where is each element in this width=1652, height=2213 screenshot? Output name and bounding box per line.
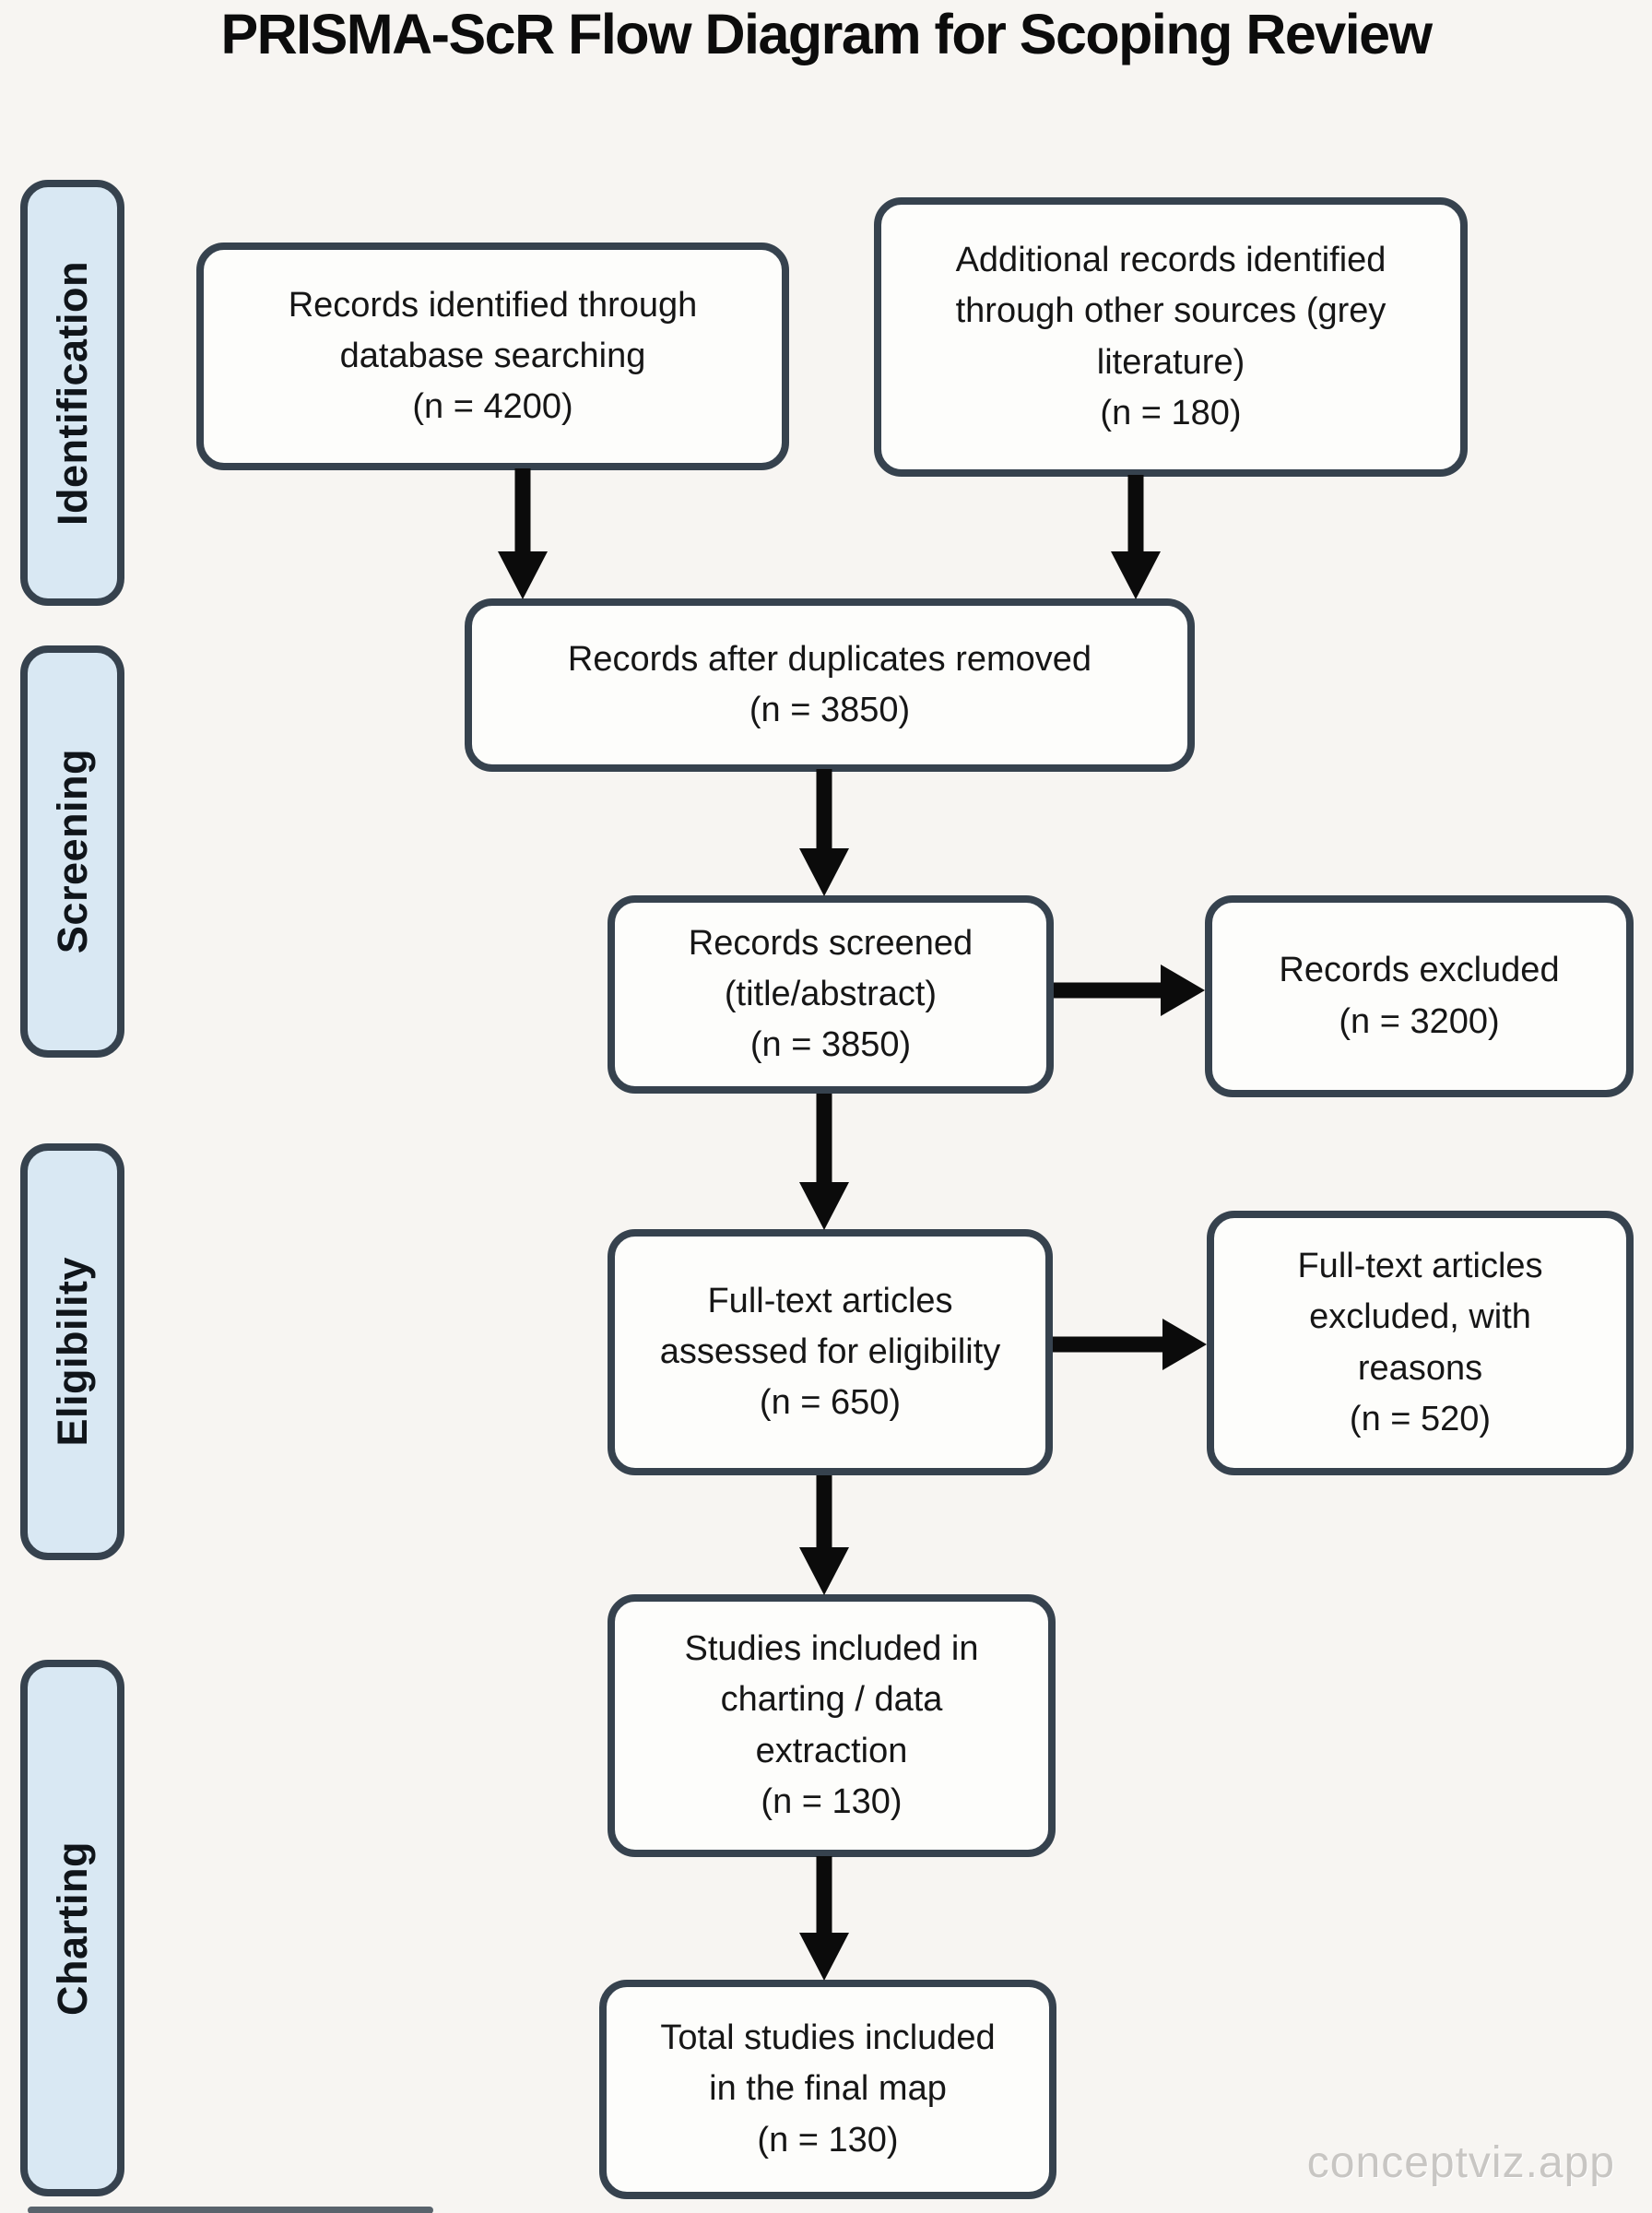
arrow-screened-to-fulltext: [799, 1094, 849, 1230]
watermark: conceptviz.app: [1306, 2138, 1615, 2187]
page-title: PRISMA-ScR Flow Diagram for Scoping Revi…: [220, 3, 1433, 65]
arrow-head-icon: [1161, 964, 1205, 1016]
node-text: Records screened (title/abstract): [688, 923, 974, 1013]
stage-label: Eligibility: [48, 1257, 96, 1447]
arrow-screened-to-excluded: [1054, 964, 1205, 1016]
arrow-fulltext-to-charting: [799, 1475, 849, 1595]
arrow-duplicates-to-screened: [799, 769, 849, 896]
arrow-database-to-duplicates: [498, 468, 548, 599]
arrow-shaft: [1053, 1336, 1162, 1353]
node-final-map: Total studies included in the final map …: [599, 1980, 1056, 2199]
node-text: Studies included in charting / data extr…: [684, 1629, 979, 1770]
node-count: (n = 650): [759, 1383, 902, 1423]
arrow-shaft: [816, 1094, 832, 1182]
node-fulltext-assessed: Full-text articles assessed for eligibil…: [608, 1229, 1053, 1475]
node-count: (n = 3200): [1339, 1001, 1500, 1041]
stage-label: Identification: [48, 260, 96, 526]
node-text: Total studies included in the final map: [660, 2018, 996, 2109]
node-studies-charting: Studies included in charting / data extr…: [608, 1594, 1056, 1857]
arrow-charting-to-final: [799, 1856, 849, 1981]
stage-screening: Screening: [20, 645, 124, 1058]
arrow-head-icon: [799, 1547, 849, 1595]
node-fulltext-excluded: Full-text articles excluded, with reason…: [1207, 1211, 1634, 1475]
stage-label: Charting: [48, 1840, 96, 2016]
arrow-shaft: [816, 1856, 832, 1933]
node-after-duplicates: Records after duplicates removed (n = 38…: [465, 598, 1195, 772]
arrow-head-icon: [1111, 551, 1161, 599]
node-records-database: Records identified through database sear…: [196, 243, 789, 470]
stage-charting: Charting: [20, 1660, 124, 2196]
arrow-shaft: [514, 468, 531, 551]
arrow-head-icon: [799, 1933, 849, 1981]
node-count: (n = 3850): [749, 691, 911, 729]
arrow-fulltext-to-ftexcluded: [1053, 1319, 1207, 1370]
node-text: Full-text articles excluded, with reason…: [1297, 1247, 1543, 1388]
arrow-shaft: [816, 769, 832, 848]
stage-label: Screening: [48, 749, 96, 954]
arrow-head-icon: [498, 551, 548, 599]
stage-identification: Identification: [20, 180, 124, 606]
arrow-head-icon: [1162, 1319, 1207, 1370]
node-text: Records excluded: [1279, 951, 1560, 990]
node-text: Records identified through database sear…: [288, 285, 698, 375]
arrow-head-icon: [799, 848, 849, 896]
arrow-head-icon: [799, 1182, 849, 1230]
node-text: Records after duplicates removed: [567, 639, 1092, 679]
node-count: (n = 4200): [412, 387, 573, 427]
node-count: (n = 180): [1100, 393, 1242, 432]
node-count: (n = 130): [761, 1781, 903, 1821]
node-count: (n = 520): [1349, 1399, 1492, 1438]
arrow-shaft: [1054, 982, 1161, 999]
stage-eligibility: Eligibility: [20, 1143, 124, 1560]
node-text: Full-text articles assessed for eligibil…: [659, 1281, 1001, 1371]
node-count: (n = 3850): [749, 1025, 912, 1065]
node-records-excluded: Records excluded (n = 3200): [1205, 895, 1634, 1097]
arrow-other-to-duplicates: [1111, 475, 1161, 599]
arrow-shaft: [816, 1475, 832, 1547]
cropped-bottom-element: [28, 2207, 433, 2213]
node-records-other-sources: Additional records identified through ot…: [874, 197, 1468, 477]
node-count: (n = 130): [757, 2120, 899, 2160]
arrow-shaft: [1127, 475, 1144, 551]
node-text: Additional records identified through ot…: [955, 241, 1386, 382]
node-records-screened: Records screened (title/abstract) (n = 3…: [608, 895, 1054, 1094]
